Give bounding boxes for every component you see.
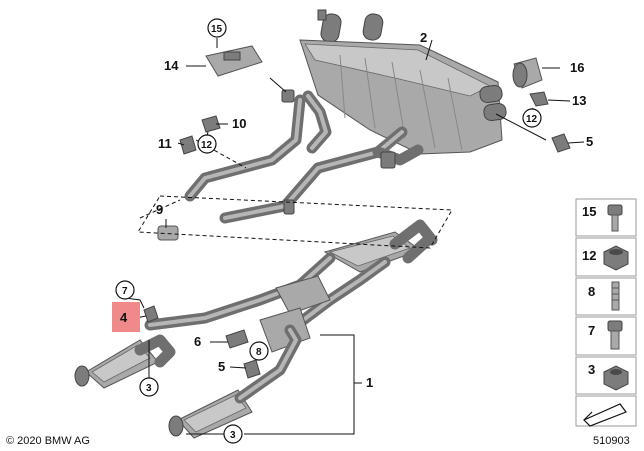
fastener-legend: 15 12 8 7 3 — [575, 198, 637, 427]
label-12-rear: 12 — [526, 114, 538, 125]
legend-box-8[interactable] — [575, 277, 637, 316]
label-15: 15 — [211, 24, 223, 35]
legend-box-7[interactable] — [575, 316, 637, 356]
stud-icon — [611, 281, 620, 311]
tail-cap-16[interactable] — [512, 57, 543, 89]
hex-bolt-icon — [607, 320, 623, 350]
label-13: 13 — [572, 93, 586, 108]
rear-muffler[interactable] — [299, 9, 507, 155]
label-8: 8 — [256, 347, 262, 358]
label-12-front: 12 — [201, 140, 213, 151]
bolt-icon — [607, 204, 623, 232]
legend-label-3: 3 — [588, 362, 595, 377]
label-7: 7 — [122, 286, 128, 297]
rubber-mount-5-front[interactable] — [243, 359, 261, 379]
bracket-13[interactable] — [529, 91, 549, 107]
label-3-bottom: 3 — [230, 430, 236, 441]
rubber-mount-11[interactable] — [179, 135, 197, 155]
flange-nut-icon — [603, 365, 629, 391]
legend-label-15: 15 — [582, 204, 596, 219]
legend-box-15[interactable] — [575, 198, 637, 237]
label-5-rear: 5 — [586, 134, 593, 149]
label-5-front: 5 — [218, 359, 225, 374]
bracket-14[interactable] — [205, 45, 263, 77]
bracket-6[interactable] — [225, 329, 249, 349]
gasket-4[interactable] — [143, 305, 159, 323]
copyright-text: © 2020 BMW AG — [6, 435, 90, 447]
front-section[interactable] — [74, 219, 438, 439]
legend-label-7: 7 — [588, 323, 595, 338]
label-14: 14 — [164, 58, 179, 73]
rear-pipes — [184, 89, 424, 224]
nut-icon — [603, 245, 629, 271]
label-10: 10 — [232, 116, 246, 131]
arrow-icon — [582, 403, 627, 427]
label-9: 9 — [156, 202, 163, 217]
label-3-left: 3 — [146, 383, 152, 394]
highlight-4 — [112, 302, 140, 332]
rubber-mount-5-rear[interactable] — [551, 133, 571, 153]
label-6: 6 — [194, 334, 201, 349]
label-2: 2 — [420, 30, 427, 45]
label-1: 1 — [366, 375, 373, 390]
bracket-10[interactable] — [201, 115, 221, 133]
legend-label-12: 12 — [582, 248, 596, 263]
legend-label-8: 8 — [588, 284, 595, 299]
label-16: 16 — [570, 60, 584, 75]
callouts: 2 16 13 5 14 10 11 9 6 5 4 1 15 12 12 7 … — [112, 18, 593, 444]
diagram-number: 510903 — [593, 435, 630, 447]
label-11: 11 — [158, 136, 172, 151]
clamp-9[interactable] — [157, 225, 179, 241]
label-4: 4 — [120, 310, 128, 325]
